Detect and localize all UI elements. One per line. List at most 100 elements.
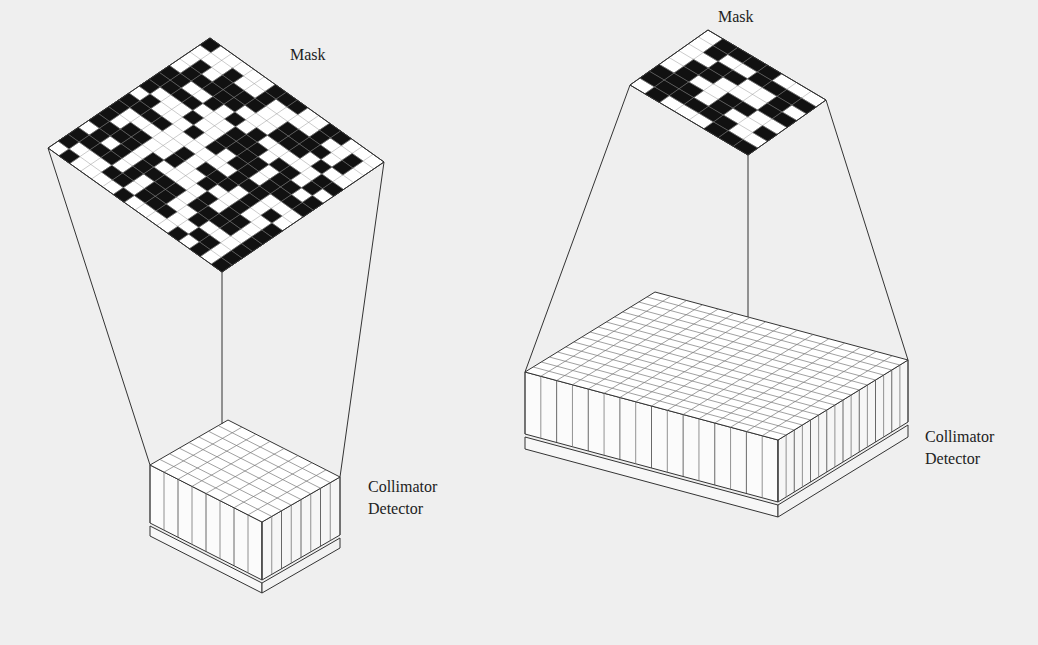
collimator-label: Collimator xyxy=(368,478,437,496)
collimator-wall xyxy=(262,522,263,580)
collimator-wall xyxy=(220,501,221,559)
collimator-wall xyxy=(826,410,827,472)
mask-opaque-cell xyxy=(310,145,331,160)
mask-grid-line xyxy=(698,37,816,107)
collimator-wall xyxy=(192,486,193,544)
mask-opaque-cell xyxy=(182,96,203,111)
collimator-wall xyxy=(762,436,763,498)
mask-outline xyxy=(48,38,384,272)
collimator-wall xyxy=(291,505,292,563)
mask-opaque-cell xyxy=(165,183,186,198)
mask-opaque-cell xyxy=(261,208,282,223)
collimator-wall xyxy=(730,427,731,489)
mask-opaque-cell xyxy=(156,204,177,219)
collimator-wall xyxy=(778,440,779,502)
collimator-wall xyxy=(899,365,900,427)
mask-grid-line xyxy=(190,52,364,176)
mask-plate xyxy=(48,38,384,272)
collimator-grid-line xyxy=(189,443,301,500)
collimator-wall xyxy=(867,385,868,447)
mask-grid-line xyxy=(669,58,787,128)
mask-opaque-cell xyxy=(183,125,204,140)
mask-grid-line xyxy=(200,45,374,169)
collimator-wall xyxy=(908,360,909,422)
field-of-view-line xyxy=(826,100,908,360)
mask-opaque-cell xyxy=(733,139,758,155)
mask-grid-line xyxy=(139,86,313,210)
mask-opaque-cell xyxy=(230,214,251,229)
mask-opaque-cell xyxy=(152,116,173,131)
mask-opaque-cell xyxy=(733,101,758,117)
field-of-view-line xyxy=(48,148,150,465)
collimator-wall xyxy=(262,522,263,580)
collimator-wall xyxy=(851,395,852,457)
mask-plate xyxy=(630,30,826,155)
mask-label: Mask xyxy=(718,8,754,26)
mask-opaque-cell xyxy=(247,142,268,157)
mask-opaque-cell xyxy=(225,112,246,127)
collimator-wall xyxy=(778,440,779,502)
mask-grid-line xyxy=(168,123,330,233)
mask-opaque-cell xyxy=(262,223,283,238)
mask-opaque-cell xyxy=(191,60,212,75)
collimator-wall xyxy=(150,465,151,523)
mask-opaque-cell xyxy=(757,65,782,81)
mask-opaque-cell xyxy=(280,165,301,180)
field-of-view-line xyxy=(748,155,749,317)
collimator-grid-line xyxy=(248,470,326,515)
collimator-grid-line xyxy=(746,352,876,432)
mask-opaque-cell xyxy=(772,112,797,128)
collimator-label: Collimator xyxy=(925,428,994,446)
collimator-wall xyxy=(301,500,302,558)
mask-grid-line xyxy=(180,59,354,183)
detector-label: Detector xyxy=(925,450,980,468)
collimator-wall xyxy=(859,390,860,452)
field-of-view-line xyxy=(340,162,384,477)
mask-opaque-cell xyxy=(174,146,195,161)
collimator-wall xyxy=(891,370,892,432)
mask-opaque-cell xyxy=(197,191,218,206)
collimator-wall xyxy=(875,380,876,442)
mask-grid-line xyxy=(146,108,308,218)
mask-opaque-cell xyxy=(183,110,204,125)
mask-grid-line xyxy=(135,100,297,210)
collimator-grid-line xyxy=(598,327,851,395)
mask-opaque-cell xyxy=(59,149,80,164)
collimator-wall xyxy=(651,406,652,468)
collimator-wall xyxy=(525,372,526,434)
mask-opaque-cell xyxy=(287,100,308,115)
collimator-wall xyxy=(818,415,819,477)
collimator-wall xyxy=(698,419,699,481)
collimator-wall xyxy=(635,402,636,464)
collimator-grid-line xyxy=(209,431,321,488)
mask-opaque-cell xyxy=(723,70,748,86)
collimator-wall xyxy=(794,430,795,492)
collimator-grid-line xyxy=(631,307,884,375)
detector-label: Detector xyxy=(368,500,423,518)
mask-opaque-cell xyxy=(330,131,351,146)
collimator-wall xyxy=(572,385,573,447)
collimator-grid-line xyxy=(206,449,284,494)
collimator-wall xyxy=(834,405,835,467)
mask-grid-line xyxy=(679,51,797,121)
field-of-view-line xyxy=(222,272,223,424)
collimator-grid-line xyxy=(606,322,859,390)
mask-opaque-cell xyxy=(168,226,189,241)
mask-opaque-cell xyxy=(222,68,243,83)
collimator-wall xyxy=(843,400,844,462)
mask-opaque-cell xyxy=(140,94,161,109)
mask-grid-line xyxy=(159,72,333,196)
collimator-wall xyxy=(588,389,589,451)
collimator-grid-line xyxy=(179,448,291,505)
collimator-wall xyxy=(320,488,321,546)
collimator-grid-line xyxy=(647,297,900,365)
collimator-wall xyxy=(271,516,272,574)
mask-grid-line xyxy=(689,44,807,114)
mask-grid-line xyxy=(211,154,373,264)
collimator-wall xyxy=(714,423,715,485)
mask-opaque-cell xyxy=(792,98,817,114)
mask-outline xyxy=(630,30,826,155)
mask-grid-line xyxy=(189,139,351,249)
collimator-wall xyxy=(683,415,684,477)
